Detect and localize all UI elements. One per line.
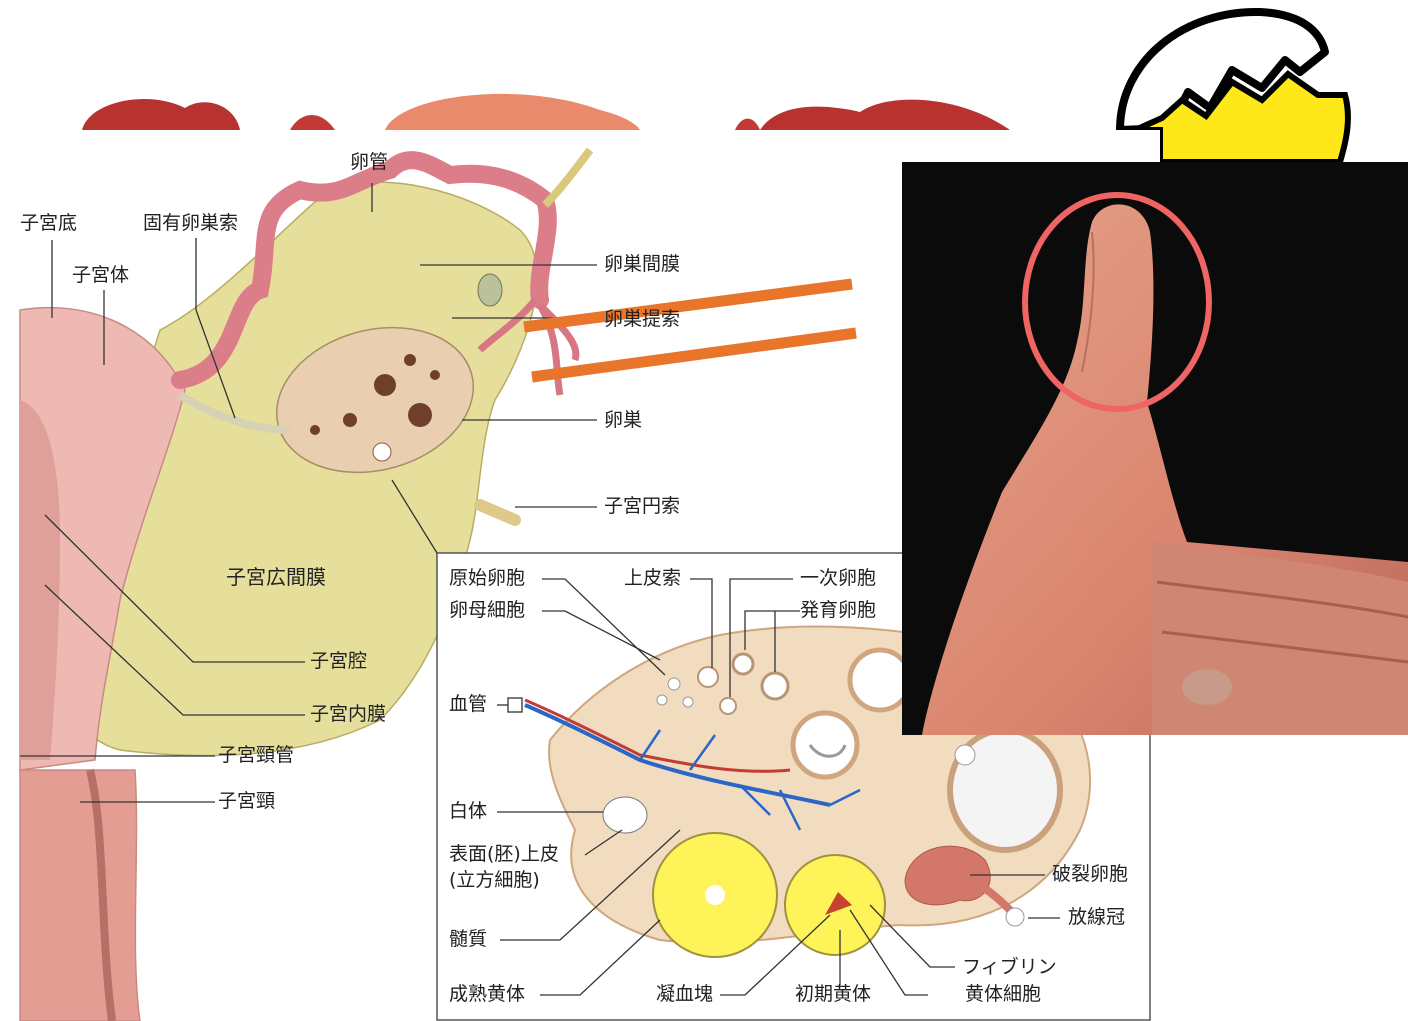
label-corpus-albicans: 白体 <box>449 802 487 821</box>
label-oviduct: 卵管 <box>350 153 388 172</box>
thumb-illustration <box>902 162 1408 735</box>
label-broad-ligament: 子宮広間膜 <box>226 567 326 587</box>
label-surface-epithelium: 表面(胚)上皮 <box>449 845 559 864</box>
label-uterine-cavity: 子宮腔 <box>310 652 367 671</box>
label-early-corpus-luteum: 初期黄体 <box>795 985 871 1004</box>
label-mature-corpus-luteum: 成熟黄体 <box>449 985 525 1004</box>
label-cervix: 子宮頸 <box>218 792 275 811</box>
label-blood-clot: 凝血塊 <box>656 985 713 1004</box>
label-medulla: 髄質 <box>449 930 487 949</box>
label-ovarian-ligament: 固有卵巣索 <box>143 214 238 233</box>
label-oocyte: 卵母細胞 <box>449 601 525 620</box>
label-growing-follicle: 発育卵胞 <box>800 601 876 620</box>
label-blood-vessel: 血管 <box>449 695 487 714</box>
label-lutein-cells: 黄体細胞 <box>965 985 1041 1004</box>
label-round-ligament: 子宮円索 <box>604 497 680 516</box>
label-ruptured-follicle: 破裂卵胞 <box>1052 865 1128 884</box>
thumbs-up-photo <box>902 162 1408 735</box>
top-uterus-thumbnails <box>82 94 1010 130</box>
label-uterine-body: 子宮体 <box>72 266 129 285</box>
label-epithelial-cord: 上皮索 <box>624 569 681 588</box>
label-primordial-follicle: 原始卵胞 <box>449 569 525 588</box>
label-fibrin: フィブリン <box>962 958 1057 977</box>
label-suspensory-ligament: 卵巣提索 <box>604 310 680 329</box>
label-primary-follicle: 一次卵胞 <box>800 569 876 588</box>
label-ovary: 卵巣 <box>604 411 642 430</box>
label-mesovarium: 卵巣間膜 <box>604 255 680 274</box>
label-cervical-canal: 子宮頸管 <box>218 746 294 765</box>
label-corona-radiata: 放線冠 <box>1068 908 1125 927</box>
label-fundus: 子宮底 <box>20 214 77 233</box>
label-surface-epithelium-note: (立方細胞) <box>449 871 540 890</box>
label-endometrium: 子宮内膜 <box>310 705 386 724</box>
